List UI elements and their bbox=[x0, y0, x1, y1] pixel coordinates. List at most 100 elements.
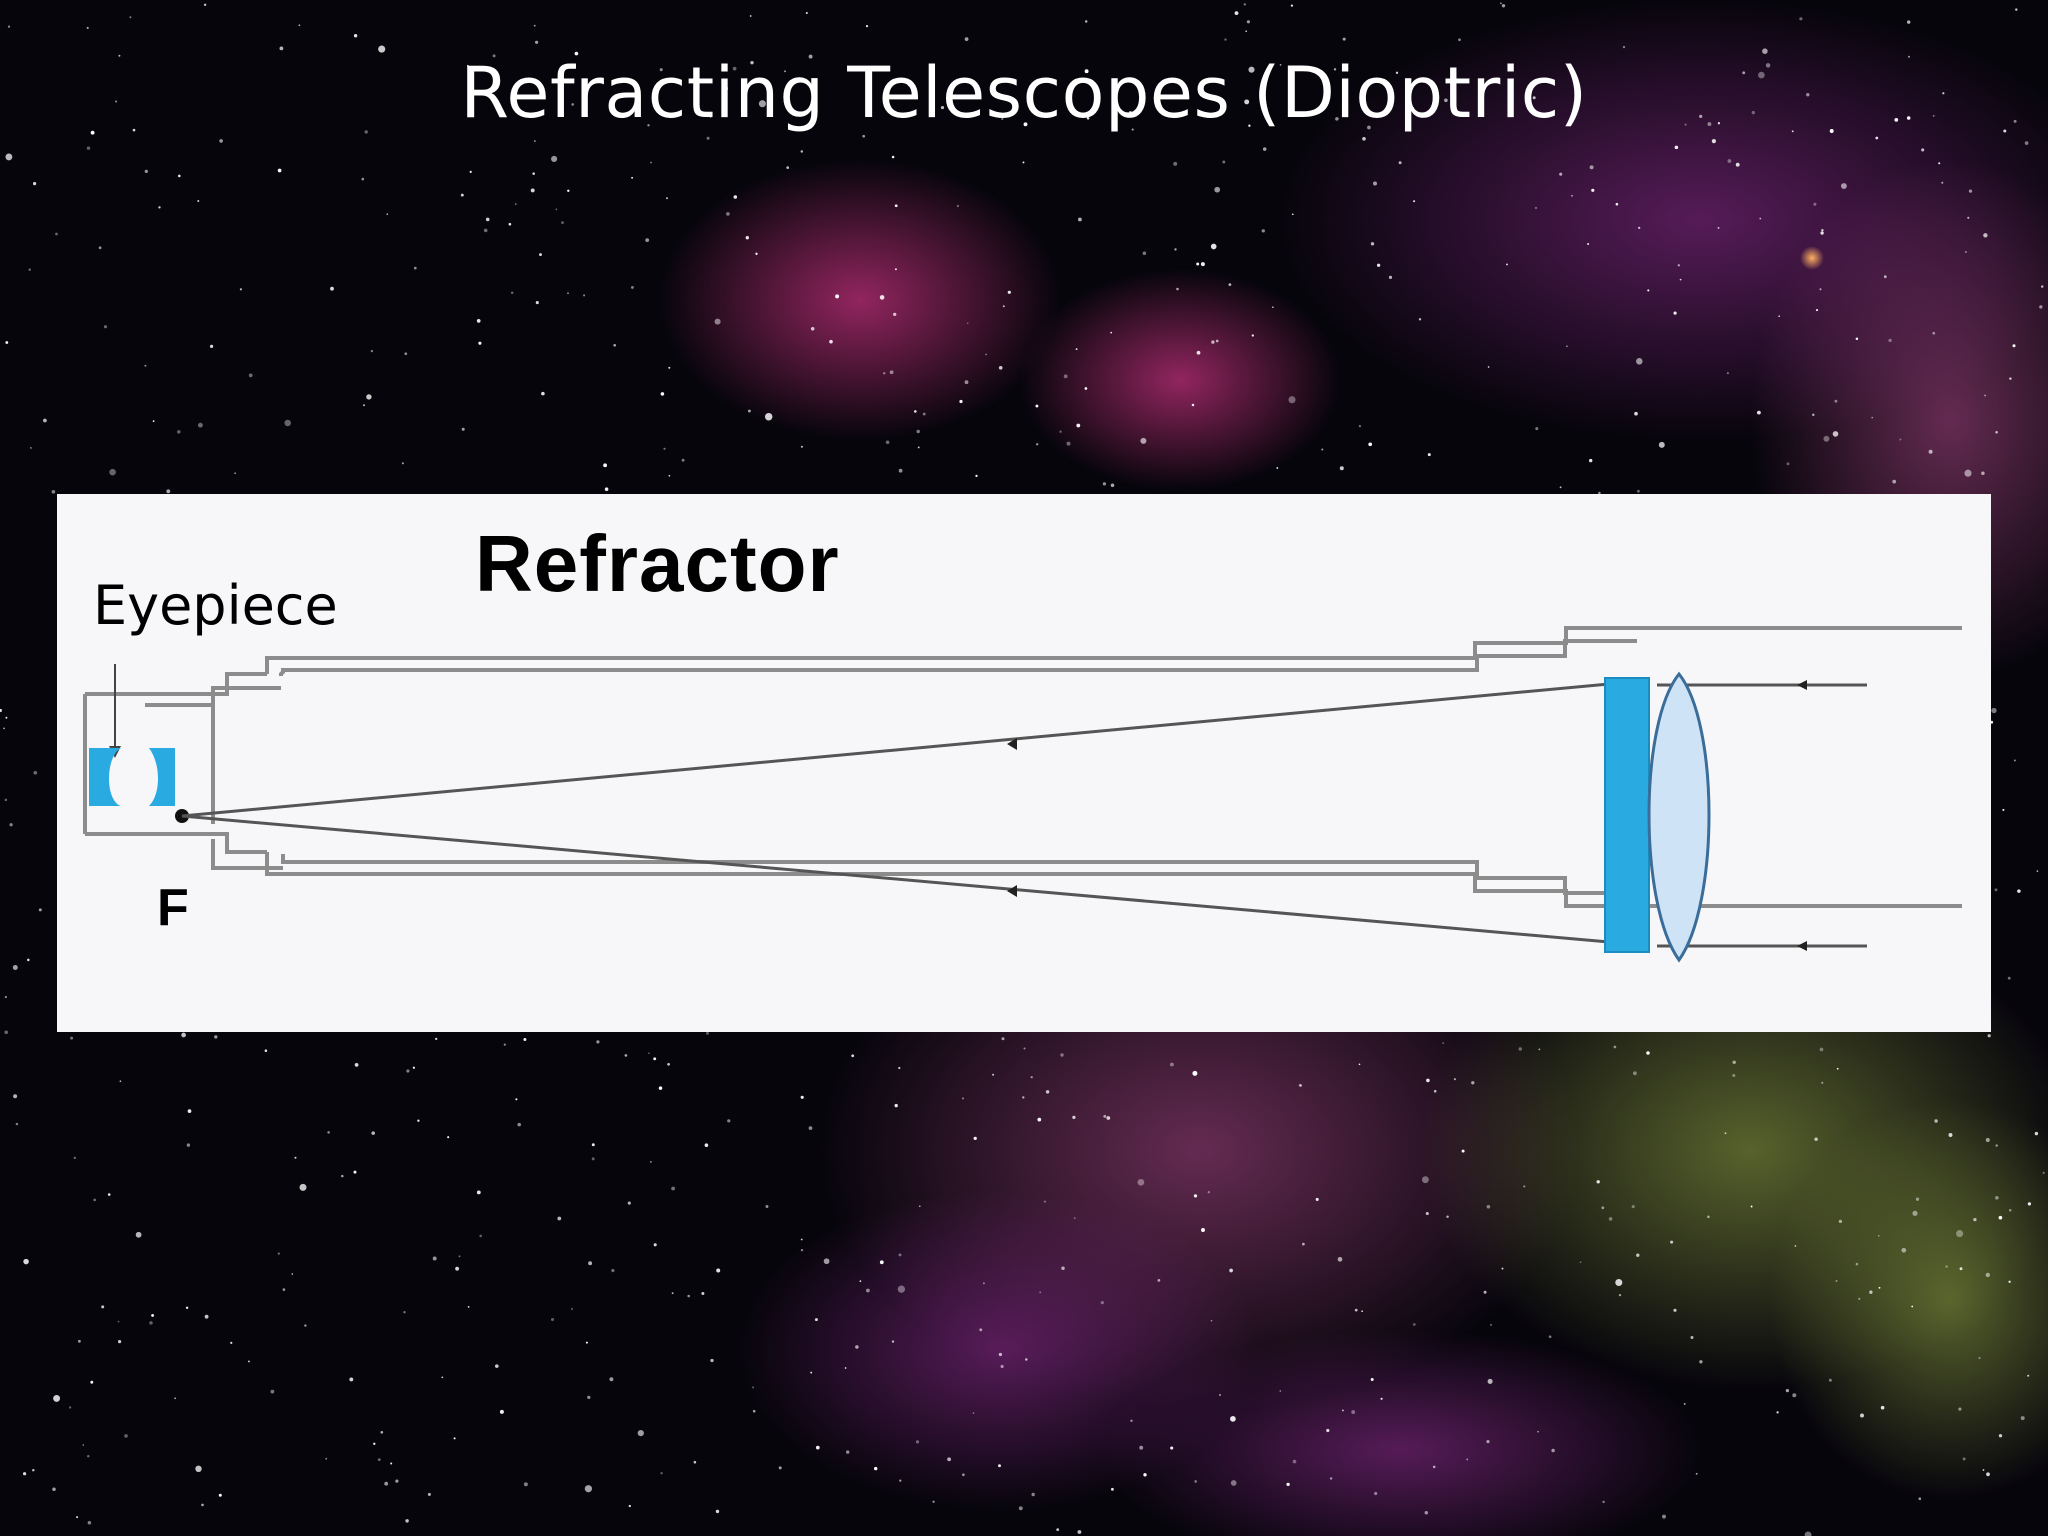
star bbox=[800, 1248, 804, 1252]
star bbox=[1534, 206, 1538, 209]
star bbox=[732, 66, 737, 71]
star bbox=[483, 228, 488, 233]
star bbox=[1483, 1290, 1487, 1294]
star bbox=[304, 1324, 307, 1327]
eyepiece-label: Eyepiece bbox=[93, 574, 338, 637]
star bbox=[893, 312, 897, 317]
star bbox=[27, 958, 30, 962]
star bbox=[596, 1040, 600, 1044]
star bbox=[1615, 1278, 1623, 1287]
star bbox=[270, 1389, 275, 1394]
star bbox=[1321, 448, 1324, 451]
star bbox=[152, 420, 155, 423]
star bbox=[1985, 1138, 1990, 1142]
star bbox=[201, 1503, 204, 1507]
star bbox=[810, 327, 815, 331]
star bbox=[716, 1268, 721, 1273]
star bbox=[1985, 1272, 1990, 1278]
star bbox=[1670, 1240, 1674, 1244]
star bbox=[1261, 229, 1265, 233]
star bbox=[1932, 114, 1935, 117]
star bbox=[1425, 1211, 1429, 1216]
star bbox=[174, 1397, 176, 1400]
star bbox=[401, 462, 404, 465]
star bbox=[1246, 20, 1250, 24]
star bbox=[1991, 707, 1997, 714]
star bbox=[727, 1119, 731, 1123]
star bbox=[386, 213, 389, 216]
star bbox=[1073, 1217, 1076, 1219]
star bbox=[1176, 287, 1179, 291]
star bbox=[1758, 71, 1765, 79]
star bbox=[282, 1288, 286, 1291]
star bbox=[851, 1054, 855, 1058]
star bbox=[1948, 1133, 1953, 1137]
star bbox=[659, 68, 663, 72]
star bbox=[1262, 147, 1267, 151]
refractor-diagram: Refractor Eyepiece F bbox=[57, 494, 1991, 1032]
star bbox=[609, 1377, 614, 1382]
star bbox=[2003, 129, 2007, 133]
star bbox=[1291, 213, 1294, 216]
star bbox=[1078, 217, 1082, 222]
star bbox=[1362, 136, 1366, 141]
star bbox=[1690, 1336, 1694, 1339]
light-rays bbox=[181, 682, 1867, 948]
star bbox=[1130, 1419, 1133, 1422]
star bbox=[571, 1307, 573, 1310]
star bbox=[0, 708, 2, 713]
star bbox=[1045, 1090, 1050, 1094]
star bbox=[1633, 1071, 1637, 1076]
star bbox=[87, 1454, 90, 1458]
star bbox=[432, 1256, 437, 1261]
star bbox=[466, 64, 469, 67]
star bbox=[1860, 1413, 1864, 1418]
star bbox=[706, 136, 710, 140]
star bbox=[1699, 1360, 1703, 1364]
star bbox=[447, 1136, 450, 1139]
star bbox=[764, 412, 773, 421]
star bbox=[1959, 1267, 1963, 1271]
star bbox=[891, 1340, 895, 1343]
star bbox=[1956, 1230, 1964, 1238]
star bbox=[1142, 251, 1147, 256]
star bbox=[1986, 1472, 1990, 1477]
star bbox=[1732, 1073, 1736, 1078]
star bbox=[533, 24, 536, 27]
star bbox=[1998, 1434, 2003, 1438]
star bbox=[1907, 55, 1911, 58]
star bbox=[485, 217, 490, 222]
star bbox=[515, 1098, 518, 1101]
star bbox=[1207, 1191, 1210, 1194]
star bbox=[1695, 1472, 1698, 1475]
star bbox=[1608, 1217, 1613, 1221]
star bbox=[894, 1103, 898, 1108]
star bbox=[476, 1190, 481, 1195]
star bbox=[1717, 122, 1721, 125]
star bbox=[1832, 431, 1839, 437]
star bbox=[1077, 1530, 1082, 1534]
star bbox=[1174, 248, 1177, 251]
star bbox=[814, 1318, 818, 1322]
star bbox=[1828, 1378, 1832, 1382]
star bbox=[2020, 1416, 2025, 1421]
star bbox=[503, 1043, 506, 1046]
star bbox=[234, 472, 236, 475]
star bbox=[1591, 188, 1595, 192]
star bbox=[1230, 1480, 1237, 1486]
star bbox=[53, 1394, 61, 1402]
star bbox=[1398, 161, 1402, 165]
star bbox=[704, 1143, 709, 1147]
star bbox=[1840, 183, 1847, 189]
star bbox=[395, 1479, 399, 1483]
star bbox=[1812, 413, 1815, 417]
star bbox=[1361, 1310, 1363, 1313]
star bbox=[1915, 1197, 1920, 1201]
star bbox=[32, 1468, 35, 1472]
star bbox=[5, 716, 8, 719]
star bbox=[1075, 348, 1078, 351]
star bbox=[1892, 479, 1897, 484]
star bbox=[2042, 1171, 2045, 1174]
star bbox=[1272, 306, 1274, 309]
star bbox=[117, 1320, 120, 1323]
